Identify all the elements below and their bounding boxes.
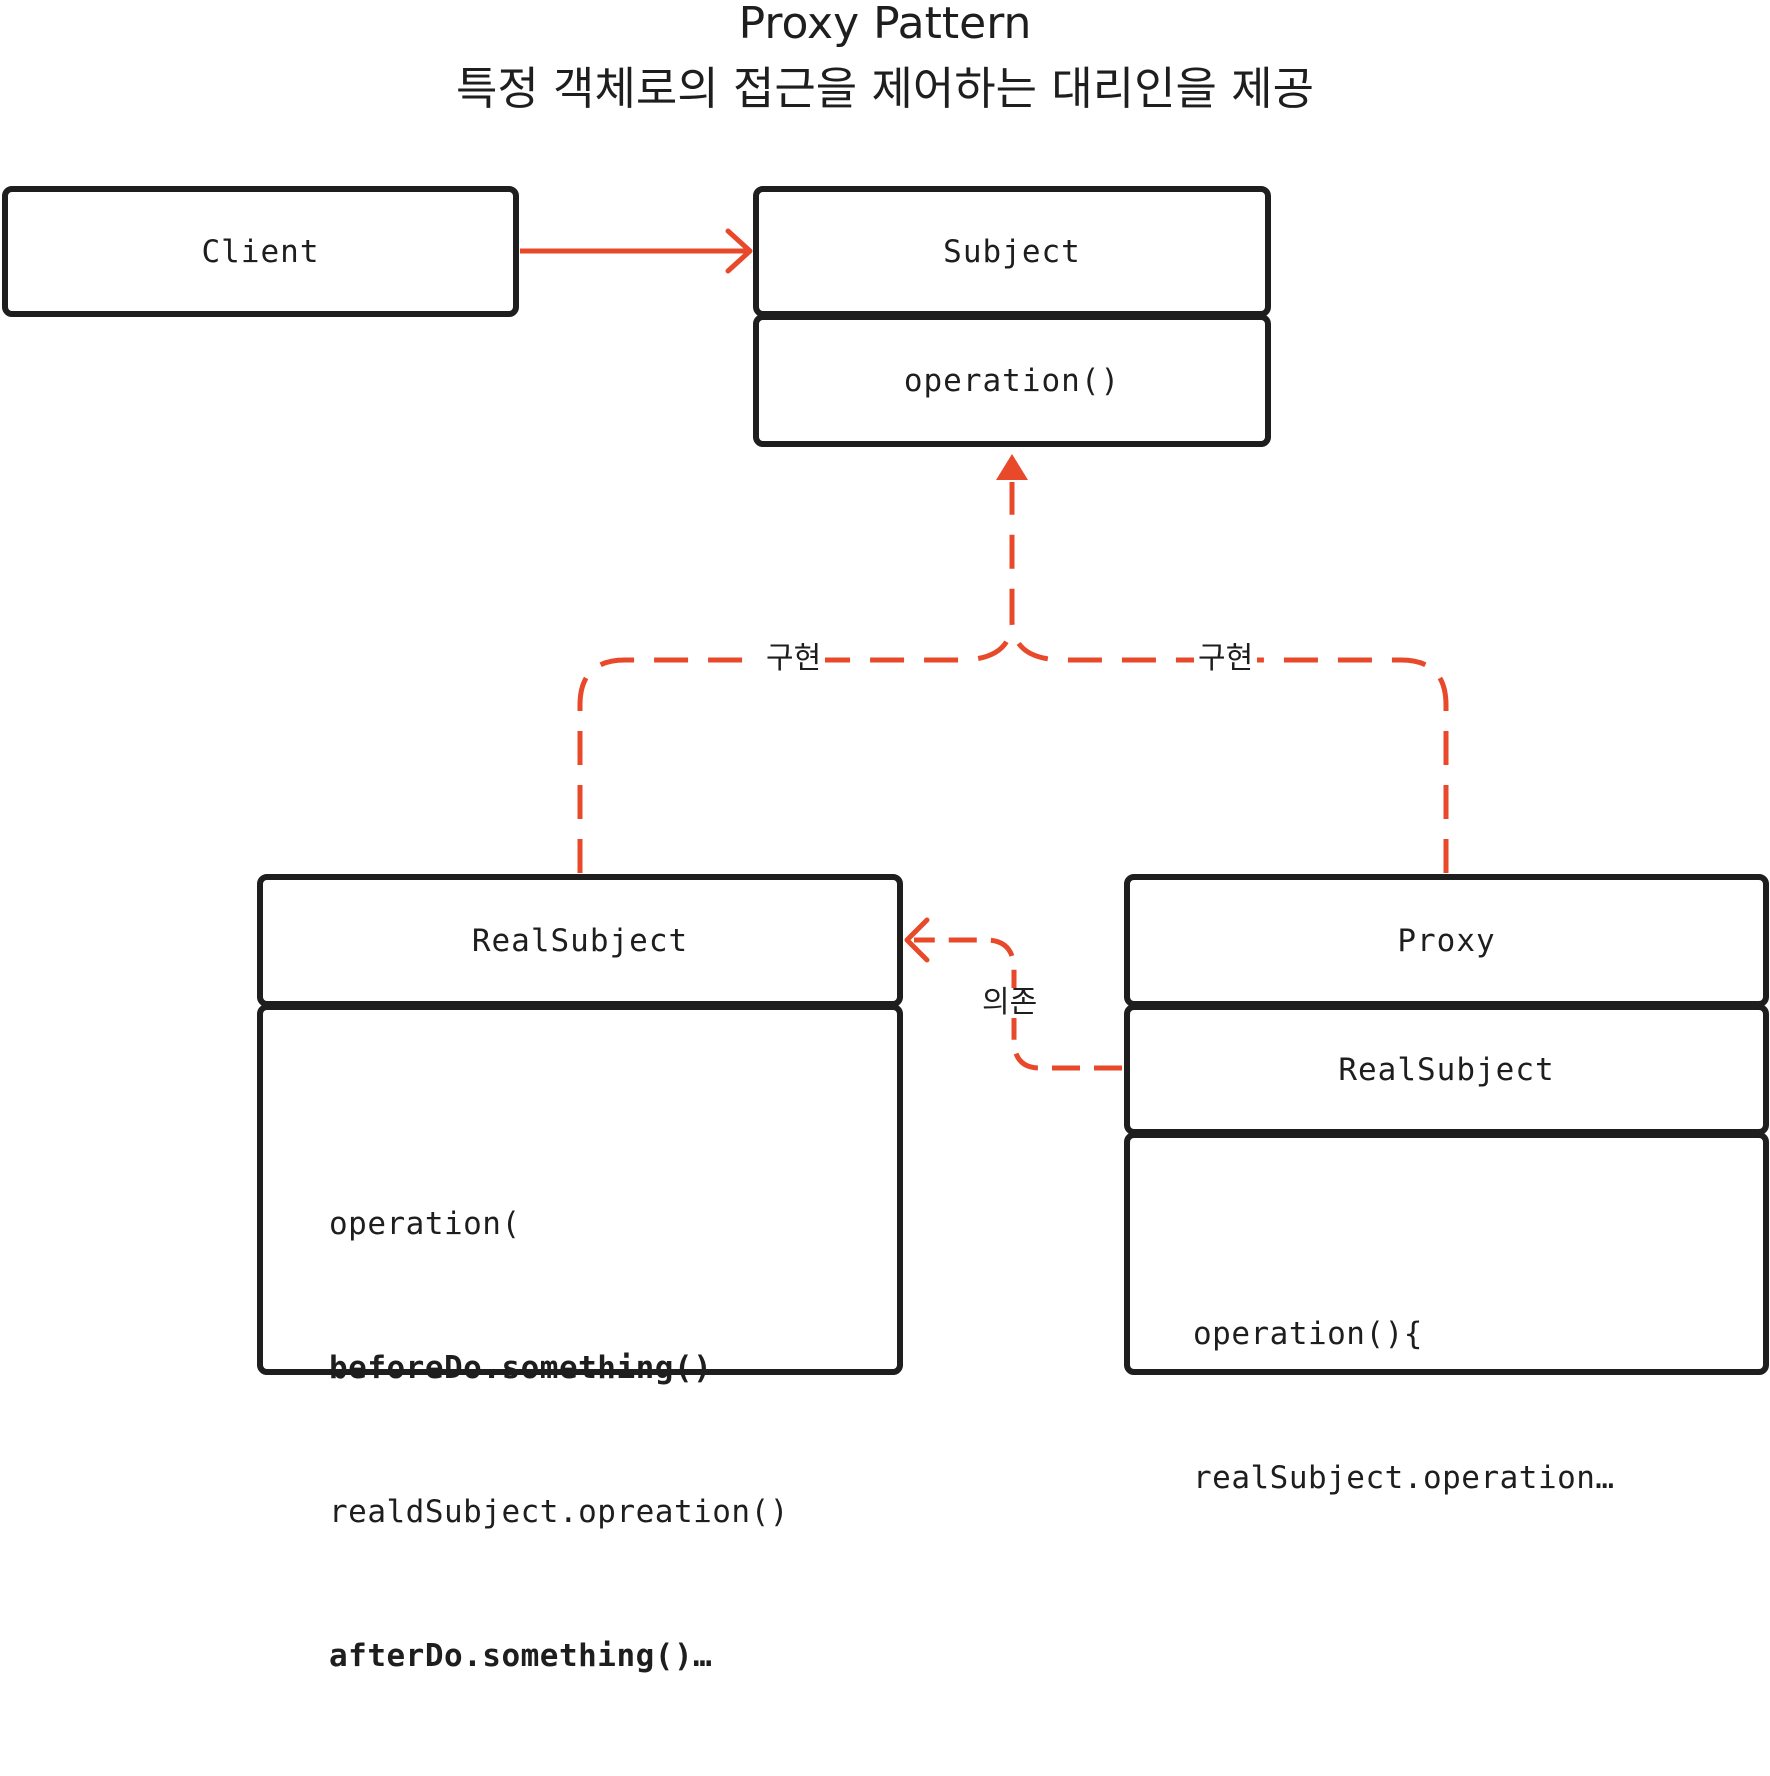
subject-method-compartment: operation() xyxy=(753,314,1271,447)
subject-class-name: Subject xyxy=(943,233,1081,270)
proxy-field: RealSubject xyxy=(1338,1051,1555,1088)
diagram-title: Proxy Pattern xyxy=(738,0,1032,49)
subject-class-header: Subject xyxy=(753,186,1271,317)
proxy-field-compartment: RealSubject xyxy=(1124,1004,1769,1135)
proxy-method-code: operation(){ realSubject.operation… xyxy=(1193,1214,1615,1598)
proxy-method-compartment: operation(){ realSubject.operation… xyxy=(1124,1132,1769,1496)
code-line: afterDo.something()… xyxy=(329,1638,713,1674)
edge-realsubject-subject xyxy=(577,482,1015,873)
diagram-subtitle: 특정 객체로의 접근을 제어하는 대리인을 제공 xyxy=(455,62,1315,115)
arrowhead-client-subject xyxy=(725,228,753,274)
edge-proxy-subject xyxy=(1009,619,1449,873)
subject-method: operation() xyxy=(903,362,1121,399)
edge-proxy-realsubject xyxy=(914,937,1122,1071)
realsubject-method-compartment: operation( beforeDo.something() realdSub… xyxy=(257,1004,903,1674)
client-class-box: Client xyxy=(2,186,519,317)
edge-label-dependency: 의존 xyxy=(978,988,1042,1018)
code-line: operation(){ xyxy=(1193,1316,1423,1352)
realsubject-class-header: RealSubject xyxy=(257,874,903,1007)
edge-label-proxy-implements: 구현 xyxy=(1194,644,1258,674)
code-line: realdSubject.opreation() xyxy=(329,1494,789,1530)
arrowhead-dependency xyxy=(904,917,930,963)
code-line: beforeDo.something() xyxy=(329,1350,713,1386)
proxy-class-header: Proxy xyxy=(1124,874,1769,1007)
edge-label-realsubject-implements: 구현 xyxy=(762,644,826,674)
code-line: operation( xyxy=(329,1206,521,1242)
code-line: realSubject.operation… xyxy=(1193,1460,1615,1496)
realsubject-method-code: operation( beforeDo.something() realdSub… xyxy=(329,1104,789,1776)
realsubject-class-name: RealSubject xyxy=(471,922,689,959)
arrowhead-realization xyxy=(996,454,1028,480)
proxy-class-name: Proxy xyxy=(1397,922,1496,959)
client-class-name: Client xyxy=(201,233,320,270)
